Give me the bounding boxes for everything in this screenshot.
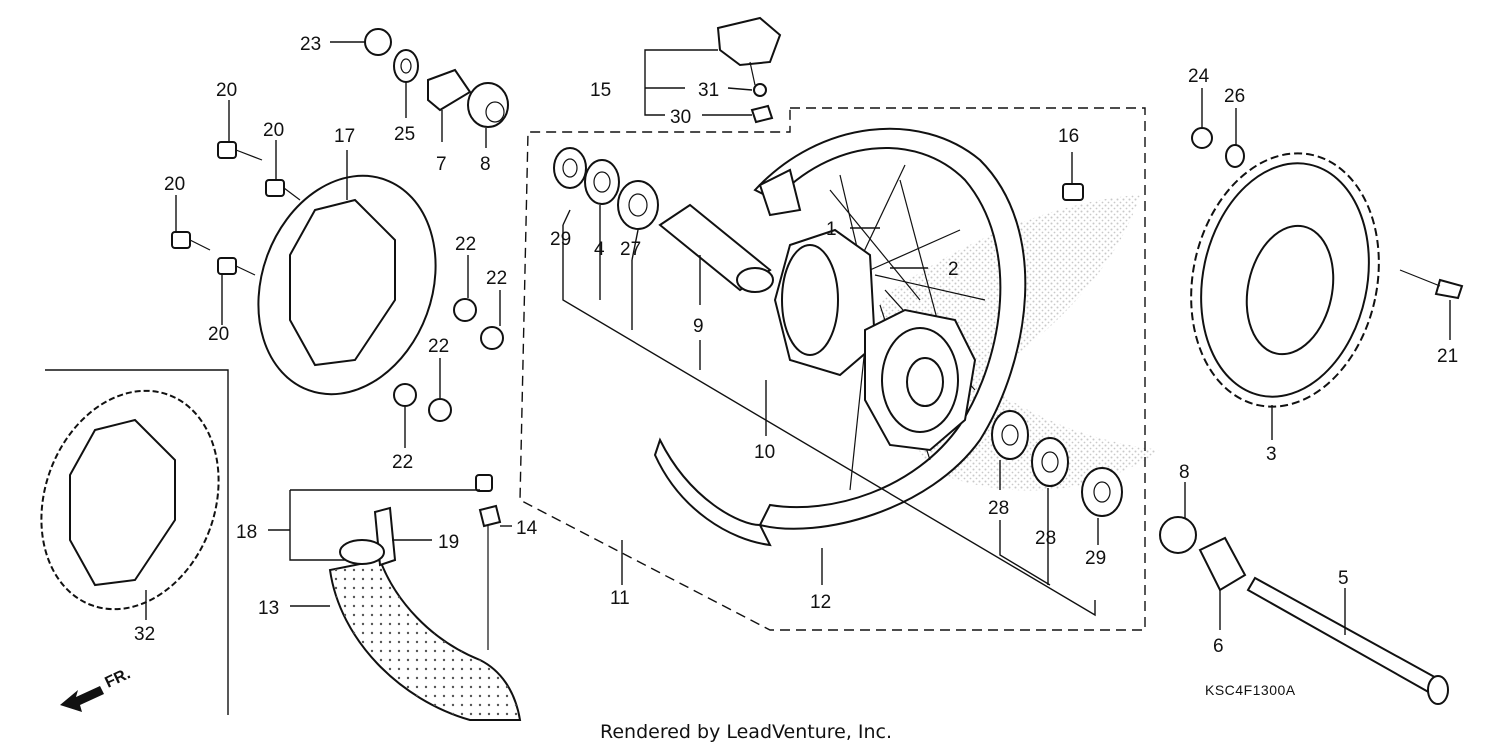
axle-5 <box>1246 576 1442 696</box>
callout-10: 10 <box>754 442 775 463</box>
callout-22: 22 <box>486 268 507 289</box>
callout-22: 22 <box>455 234 476 255</box>
callout-labels: 23 25 7 8 20 20 17 20 20 22 22 22 22 15 … <box>134 34 1458 657</box>
tube-valve-18 <box>339 539 385 565</box>
callout-15: 15 <box>590 80 611 101</box>
callout-20: 20 <box>216 80 237 101</box>
rim-lock-15 <box>716 16 782 67</box>
callout-3: 3 <box>1266 444 1277 465</box>
callout-2: 2 <box>948 259 959 280</box>
callout-30: 30 <box>670 107 691 128</box>
callout-13: 13 <box>258 598 279 619</box>
callout-20: 20 <box>208 324 229 345</box>
callout-5: 5 <box>1338 568 1349 589</box>
callout-31: 31 <box>698 80 719 101</box>
callout-19: 19 <box>438 532 459 553</box>
inset-frame <box>45 369 229 715</box>
callout-7: 7 <box>436 154 447 175</box>
washer-26 <box>1225 144 1245 168</box>
callout-29: 29 <box>550 229 571 250</box>
direction-label: FR. <box>103 665 134 691</box>
callout-27: 27 <box>620 239 641 260</box>
callout-12: 12 <box>810 592 831 613</box>
nut-24 <box>1191 127 1213 149</box>
left-bearings <box>553 147 659 230</box>
valve-cap-18 <box>475 474 493 492</box>
valve-cap-16 <box>1062 183 1084 201</box>
callout-28: 28 <box>1035 528 1056 549</box>
callout-25: 25 <box>394 124 415 145</box>
callout-21: 21 <box>1437 346 1458 367</box>
callout-14: 14 <box>516 518 538 539</box>
callout-28: 28 <box>988 498 1009 519</box>
callout-20: 20 <box>263 120 284 141</box>
callout-18: 18 <box>236 522 257 543</box>
collar-8-right <box>1159 516 1197 554</box>
callout-4: 4 <box>594 239 605 260</box>
callout-26: 26 <box>1224 86 1245 107</box>
callout-8: 8 <box>480 154 491 175</box>
render-credit: Rendered by LeadVenture, Inc. <box>600 721 892 743</box>
leader-lines <box>145 41 1451 635</box>
right-bearings <box>991 410 1123 517</box>
brake-disc-32 <box>40 389 220 611</box>
callout-22: 22 <box>428 336 449 357</box>
brake-disc-17 <box>257 174 437 396</box>
callout-1: 1 <box>826 219 837 240</box>
nut-14 <box>478 504 502 528</box>
nuts-22 <box>393 298 504 422</box>
sprocket-3 <box>1190 152 1380 408</box>
callout-6: 6 <box>1213 636 1224 657</box>
callout-8: 8 <box>1179 462 1190 483</box>
axle-left-hardware <box>364 28 509 128</box>
rear-wheel <box>653 127 1027 547</box>
front-direction-arrow: FR. <box>60 665 133 712</box>
callout-11: 11 <box>610 588 630 609</box>
bolt-21 <box>1434 278 1464 300</box>
adjuster-6 <box>1198 536 1247 592</box>
wheel-group-outline <box>519 107 1146 631</box>
collar-9 <box>658 203 772 292</box>
callout-17: 17 <box>334 126 355 147</box>
callout-32: 32 <box>134 624 155 645</box>
tire-13 <box>328 558 522 721</box>
disc-bolts-20 <box>171 141 301 276</box>
callout-23: 23 <box>300 34 321 55</box>
diagram-code: KSC4F1300A <box>1205 682 1296 698</box>
callout-22: 22 <box>392 452 413 473</box>
callout-24: 24 <box>1188 66 1210 87</box>
callout-20: 20 <box>164 174 185 195</box>
callout-9: 9 <box>693 316 704 337</box>
callout-16: 16 <box>1058 126 1079 147</box>
callout-29: 29 <box>1085 548 1106 569</box>
